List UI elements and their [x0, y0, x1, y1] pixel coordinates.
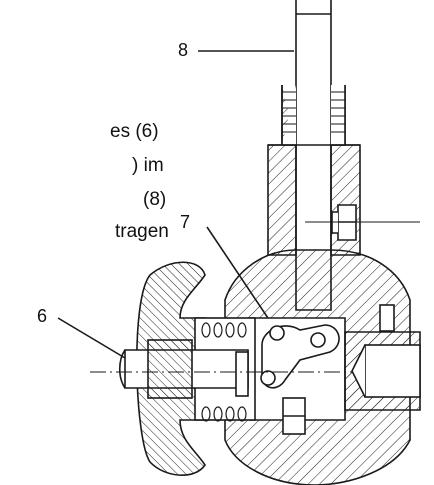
leader-line-6 [57, 317, 126, 359]
text-fragment-4: tragen [115, 221, 169, 242]
callout-label-7: 7 [180, 212, 191, 232]
callout-label-8: 8 [178, 40, 189, 60]
text-fragment-2: ) im [132, 155, 164, 176]
callout-label-6: 6 [37, 306, 48, 326]
rod-collar [147, 339, 193, 399]
housing-neck [267, 144, 297, 256]
spring-coils-upper [201, 322, 247, 338]
spring-coils-lower [201, 406, 247, 422]
text-fragment-1: es (6) [110, 121, 159, 142]
text-fragment-3: (8) [143, 189, 167, 210]
